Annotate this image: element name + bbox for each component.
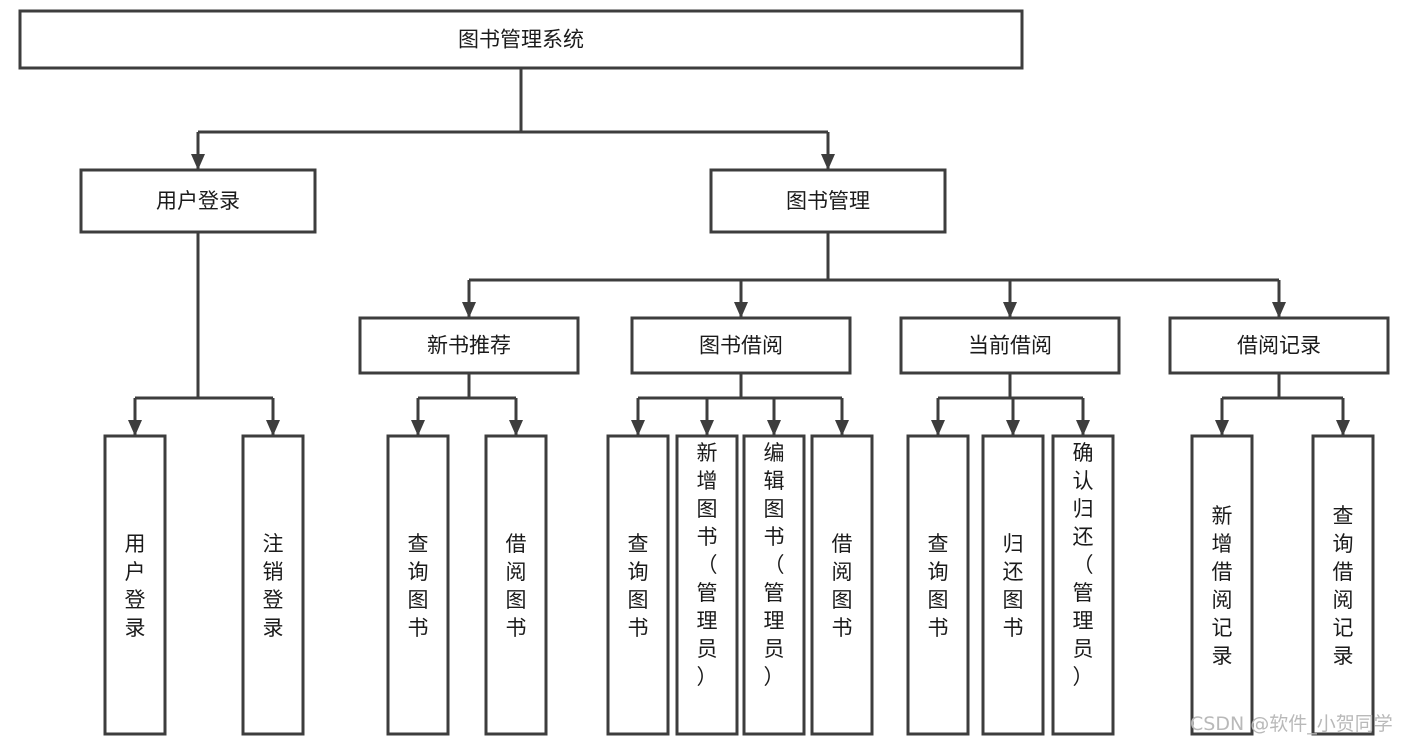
arrow-head	[835, 420, 849, 436]
node-leaf-confirm-return[interactable]: 确认归还（管理员）	[1051, 434, 1115, 736]
node-box-leaf-return-book[interactable]	[981, 434, 1045, 736]
arrow-head	[128, 420, 142, 436]
node-label-leaf-return-book: 归还图书	[1003, 532, 1024, 640]
node-label-leaf-confirm-return: 确认归还（管理员）	[1073, 441, 1094, 689]
arrow-head	[411, 420, 425, 436]
arrow-head	[266, 420, 280, 436]
node-label-user-login: 用户登录	[156, 189, 240, 213]
watermark-layer: CSDN @软件_小贺同学	[1190, 713, 1393, 735]
node-user-login[interactable]: 用户登录	[79, 168, 317, 234]
node-box-leaf-query-record[interactable]	[1311, 434, 1375, 736]
csdn-watermark: CSDN @软件_小贺同学	[1190, 713, 1393, 735]
node-label-leaf-add-record: 新增借阅记录	[1212, 504, 1233, 668]
arrow-head	[700, 420, 714, 436]
node-label-leaf-query-book-borrow: 查询图书	[628, 532, 649, 640]
connector-group-current-borrow	[931, 373, 1090, 436]
node-leaf-query-book-borrow[interactable]: 查询图书	[606, 434, 670, 736]
node-box-leaf-query-book-borrow[interactable]	[606, 434, 670, 736]
arrow-head	[767, 420, 781, 436]
node-box-user-login[interactable]	[79, 168, 317, 234]
node-label-leaf-query-record: 查询借阅记录	[1333, 504, 1354, 668]
node-label-root: 图书管理系统	[458, 28, 584, 52]
node-label-leaf-add-book: 新增图书（管理员）	[697, 441, 718, 689]
node-book-manage[interactable]: 图书管理	[709, 168, 947, 234]
node-label-new-book-rec: 新书推荐	[427, 334, 511, 358]
node-leaf-add-book[interactable]: 新增图书（管理员）	[675, 434, 739, 736]
node-leaf-borrow-book[interactable]: 借阅图书	[810, 434, 874, 736]
arrow-head	[1006, 420, 1020, 436]
arrow-head	[191, 154, 205, 170]
connector-layer	[128, 68, 1350, 436]
node-label-leaf-user-login: 用户登录	[125, 532, 146, 640]
arrow-head	[1076, 420, 1090, 436]
node-layer: 图书管理系统用户登录图书管理新书推荐图书借阅当前借阅借阅记录用户登录注销登录查询…	[18, 9, 1390, 736]
node-label-leaf-borrow-book-rec: 借阅图书	[506, 532, 527, 640]
node-current-borrow[interactable]: 当前借阅	[899, 316, 1121, 375]
node-label-borrow-record: 借阅记录	[1237, 334, 1321, 358]
arrow-head	[462, 302, 476, 318]
node-leaf-return-book[interactable]: 归还图书	[981, 434, 1045, 736]
node-label-leaf-query-book-current: 查询图书	[928, 532, 949, 640]
node-box-leaf-add-record[interactable]	[1190, 434, 1254, 736]
node-label-book-borrow: 图书借阅	[699, 334, 783, 358]
node-box-root[interactable]	[18, 9, 1024, 70]
arrow-head	[631, 420, 645, 436]
node-label-book-manage: 图书管理	[786, 189, 870, 213]
arrow-head	[1336, 420, 1350, 436]
node-leaf-user-login[interactable]: 用户登录	[103, 434, 167, 736]
node-box-book-borrow[interactable]	[630, 316, 852, 375]
node-leaf-query-record[interactable]: 查询借阅记录	[1311, 434, 1375, 736]
connector-group-borrow-record	[1215, 373, 1350, 436]
node-book-borrow[interactable]: 图书借阅	[630, 316, 852, 375]
connector-group-new-book-rec	[411, 373, 523, 436]
node-box-leaf-user-login[interactable]	[103, 434, 167, 736]
node-leaf-query-book-rec[interactable]: 查询图书	[386, 434, 450, 736]
node-box-current-borrow[interactable]	[899, 316, 1121, 375]
node-box-leaf-query-book-current[interactable]	[906, 434, 970, 736]
node-new-book-rec[interactable]: 新书推荐	[358, 316, 580, 375]
connector-group-book-borrow	[631, 373, 849, 436]
node-leaf-edit-book[interactable]: 编辑图书（管理员）	[742, 434, 806, 736]
node-label-leaf-user-logout: 注销登录	[263, 532, 284, 640]
node-box-leaf-borrow-book[interactable]	[810, 434, 874, 736]
arrow-head	[1215, 420, 1229, 436]
node-leaf-query-book-current[interactable]: 查询图书	[906, 434, 970, 736]
node-leaf-add-record[interactable]: 新增借阅记录	[1190, 434, 1254, 736]
node-label-leaf-edit-book: 编辑图书（管理员）	[764, 441, 785, 689]
arrow-head	[821, 154, 835, 170]
connector-group-book-manage	[462, 232, 1286, 318]
node-root[interactable]: 图书管理系统	[18, 9, 1024, 70]
node-box-leaf-borrow-book-rec[interactable]	[484, 434, 548, 736]
node-borrow-record[interactable]: 借阅记录	[1168, 316, 1390, 375]
connector-group-user-login	[128, 232, 280, 436]
node-label-current-borrow: 当前借阅	[968, 334, 1052, 358]
connector-group-root	[191, 68, 835, 170]
node-box-book-manage[interactable]	[709, 168, 947, 234]
arrow-head	[734, 302, 748, 318]
node-label-leaf-borrow-book: 借阅图书	[832, 532, 853, 640]
node-box-new-book-rec[interactable]	[358, 316, 580, 375]
node-leaf-user-logout[interactable]: 注销登录	[241, 434, 305, 736]
node-box-leaf-query-book-rec[interactable]	[386, 434, 450, 736]
arrow-head	[509, 420, 523, 436]
arrow-head	[1272, 302, 1286, 318]
node-box-leaf-add-book[interactable]	[675, 434, 739, 736]
node-label-leaf-query-book-rec: 查询图书	[408, 532, 429, 640]
node-box-leaf-confirm-return[interactable]	[1051, 434, 1115, 736]
arrow-head	[1003, 302, 1017, 318]
node-box-leaf-edit-book[interactable]	[742, 434, 806, 736]
node-box-leaf-user-logout[interactable]	[241, 434, 305, 736]
node-box-borrow-record[interactable]	[1168, 316, 1390, 375]
arrow-head	[931, 420, 945, 436]
node-leaf-borrow-book-rec[interactable]: 借阅图书	[484, 434, 548, 736]
